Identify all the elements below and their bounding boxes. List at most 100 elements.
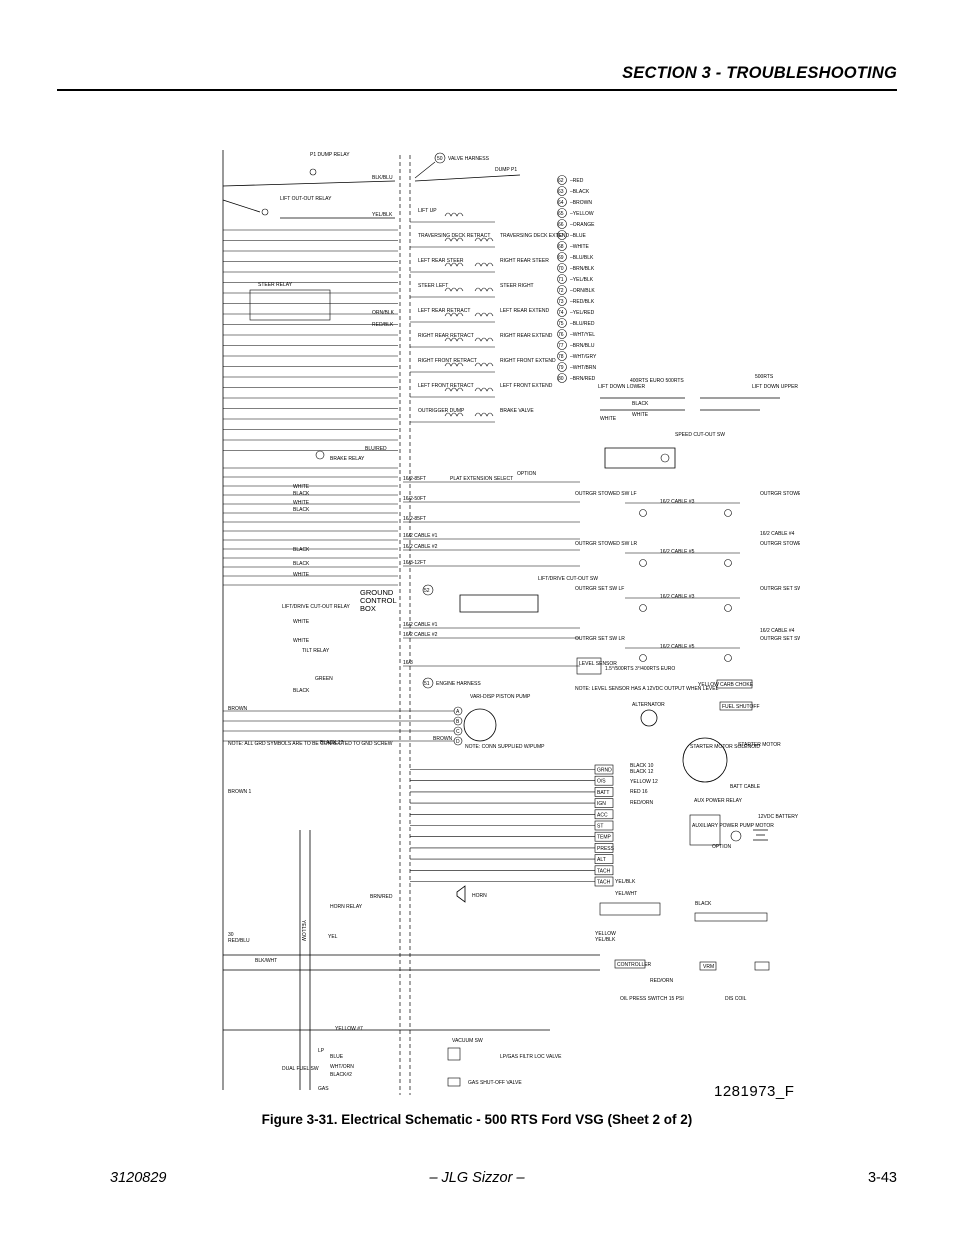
carb-choke-box [716,679,753,689]
wire-brown-pump: BROWN [433,736,453,742]
pump-motor [463,708,497,742]
ground-box-callout [422,584,434,596]
outrigger-switch-right [724,654,732,662]
cable-label: 16/2-85FT [403,516,426,522]
vertical-yellow-wires [299,830,311,1090]
valve-coil-left [444,212,464,217]
lift-drive-relay-label: LIFT/DRIVE CUT-OUT RELAY [282,604,351,610]
controller-block [599,902,661,916]
vacuum-switch [447,1047,461,1061]
valve-coil-left [444,287,464,292]
valve-right-label: RIGHT REAR STEER [500,258,549,264]
valve-coil-right [474,337,494,342]
cable-label: 16/2-50FT [403,496,426,502]
controller-box [614,959,646,969]
wire-pin-list: 62–RED63–BLACK64–BROWN65–YELLOW66–ORANGE… [557,175,597,383]
wire-brown1: BROWN 1 [228,789,252,795]
wire-pin-color: –YEL/RED [570,310,595,316]
lift-drive-cutout-label: LIFT/DRIVE CUT-OUT SW [538,576,598,582]
steer-relay-label: STEER RELAY [258,282,293,288]
section-title: SECTION 3 - TROUBLESHOOTING [622,64,897,82]
valve-left-label: LEFT REAR STEER [418,258,464,264]
wire-pin-number: 71 [558,277,564,283]
wire-yellow-vert: YELLOW [300,920,306,941]
engine-terminal-label: ALT [597,857,606,863]
vrm-box [699,961,717,971]
pump-pin-letter: B [456,719,460,725]
footer-doc-number: 3120829 [110,1170,167,1186]
wire-pin-color: –ORN/BLK [570,288,595,294]
bus-wire-label: WHITE [293,572,310,578]
wire-pin-circle [557,329,567,339]
valve-right-label: LEFT REAR EXTEND [500,308,549,314]
battery-symbol [753,829,768,841]
wire-dump [222,180,396,187]
level-sensor-label: LEVEL SENSOR [579,661,617,667]
wire-yellow12: YELLOW 12 [630,779,658,785]
bus-wire-label: BLACK [293,507,310,513]
wire-wht-orn: WHT/ORN [330,1064,354,1070]
valve-left-label: LEFT FRONT RETRACT [418,383,474,389]
level-note: 1.5°/500RTS 3°/400RTS EURO [605,666,675,672]
wire-pin-color: –WHT/BRN [570,365,597,371]
p1-relay-label: P1 DUMP RELAY [310,152,350,158]
tilt-relay-label: TILT RELAY [302,648,330,654]
wire-pin-color: –WHT/YEL [570,332,595,338]
outrigger-switch-right [724,559,732,567]
engine-terminal-label: TACH [597,880,611,886]
horn-relay-label: HORN RELAY [330,904,363,910]
wire-pin-circle [557,241,567,251]
valve-coil-left [444,362,464,367]
engine-harness-label: ENGINE HARNESS [436,681,481,687]
wire-yellow7: YELLOW #7 [335,1026,363,1032]
wire-black2: BLACK#2 [330,1072,352,1078]
valve-left-label: TRAVERSING DECK RETRACT [418,233,490,239]
wire-pin-circle [557,318,567,328]
conn-note: NOTE: CONN SUPPLIED W/PUMP [465,744,545,750]
gas-shutoff-label: GAS SHUT-OFF VALVE [468,1080,522,1086]
wire-pin-color: –BLUE [570,233,587,239]
bus-wire-label: WHITE [293,500,310,506]
valve-coil-right [474,262,494,267]
wire-pin-color: –BLU/BLK [570,255,594,261]
schematic-drawing: 50 VALVE HARNESS P1 DUMP RELAY BLK/BLU D… [222,150,800,1095]
bus-lines: WHITEBLACKWHITEBLACKBLACKBLACKWHITEWHITE… [223,229,398,694]
engine-terminal-label: IGN [597,801,606,807]
wire-pin-circle [557,252,567,262]
valve-coil-left [444,312,464,317]
outrigger-right-label: OUTRGR SET SW RR [760,636,800,642]
pump-pin-letter: D [456,739,460,745]
cable-label: 16/2 CABLE #1 [403,533,438,539]
plat-ext-label: PLAT EXTENSION SELECT [450,476,513,482]
valve-coil-left [444,262,464,267]
pump-pin-letter: A [456,709,460,715]
outrigger-left-label: OUTRGR STOWED SW LR [575,541,638,547]
lift-down-black: BLACK [632,401,649,407]
wire-pin-number: 80 [558,376,564,382]
footer-center-text: – JLG Sizzor – [429,1170,525,1186]
gas-valve [447,1077,461,1087]
engine-terminal-label: BATT [597,790,609,796]
ground-box-line3: BOX [360,604,376,613]
aux-relay-label: AUX POWER RELAY [694,798,743,804]
outrigger-cable-label: 16/2 CABLE #3 [660,499,695,505]
brake-relay-coil [315,450,325,460]
lift-down-lower-label: LIFT DOWN LOWER [598,384,646,390]
outrigger-right-label: OUTRGR STOWED SW RF [760,491,800,497]
valve-left-label: LIFT UP [418,208,437,214]
wire-yellow-choke: YELLOW [698,682,719,688]
wire-pin-color: –WHITE [570,244,590,250]
wire-pin-circle [557,285,567,295]
wire-pin-number: 68 [558,244,564,250]
lp-label: LP [318,1048,325,1054]
outrigger-switch-left [639,604,647,612]
dump-p1-label: DUMP P1 [495,167,517,173]
wire-pin-number: 65 [558,211,564,217]
valve-coil-left [444,412,464,417]
wire-pin-color: –ORANGE [570,222,595,228]
wire-dump-right [414,174,521,182]
bus-wire-label: WHITE [293,619,310,625]
wire-label-blu-red: BLU/RED [365,446,387,452]
valve-coil-right [474,312,494,317]
valve-right-label: STEER RIGHT [500,283,534,289]
